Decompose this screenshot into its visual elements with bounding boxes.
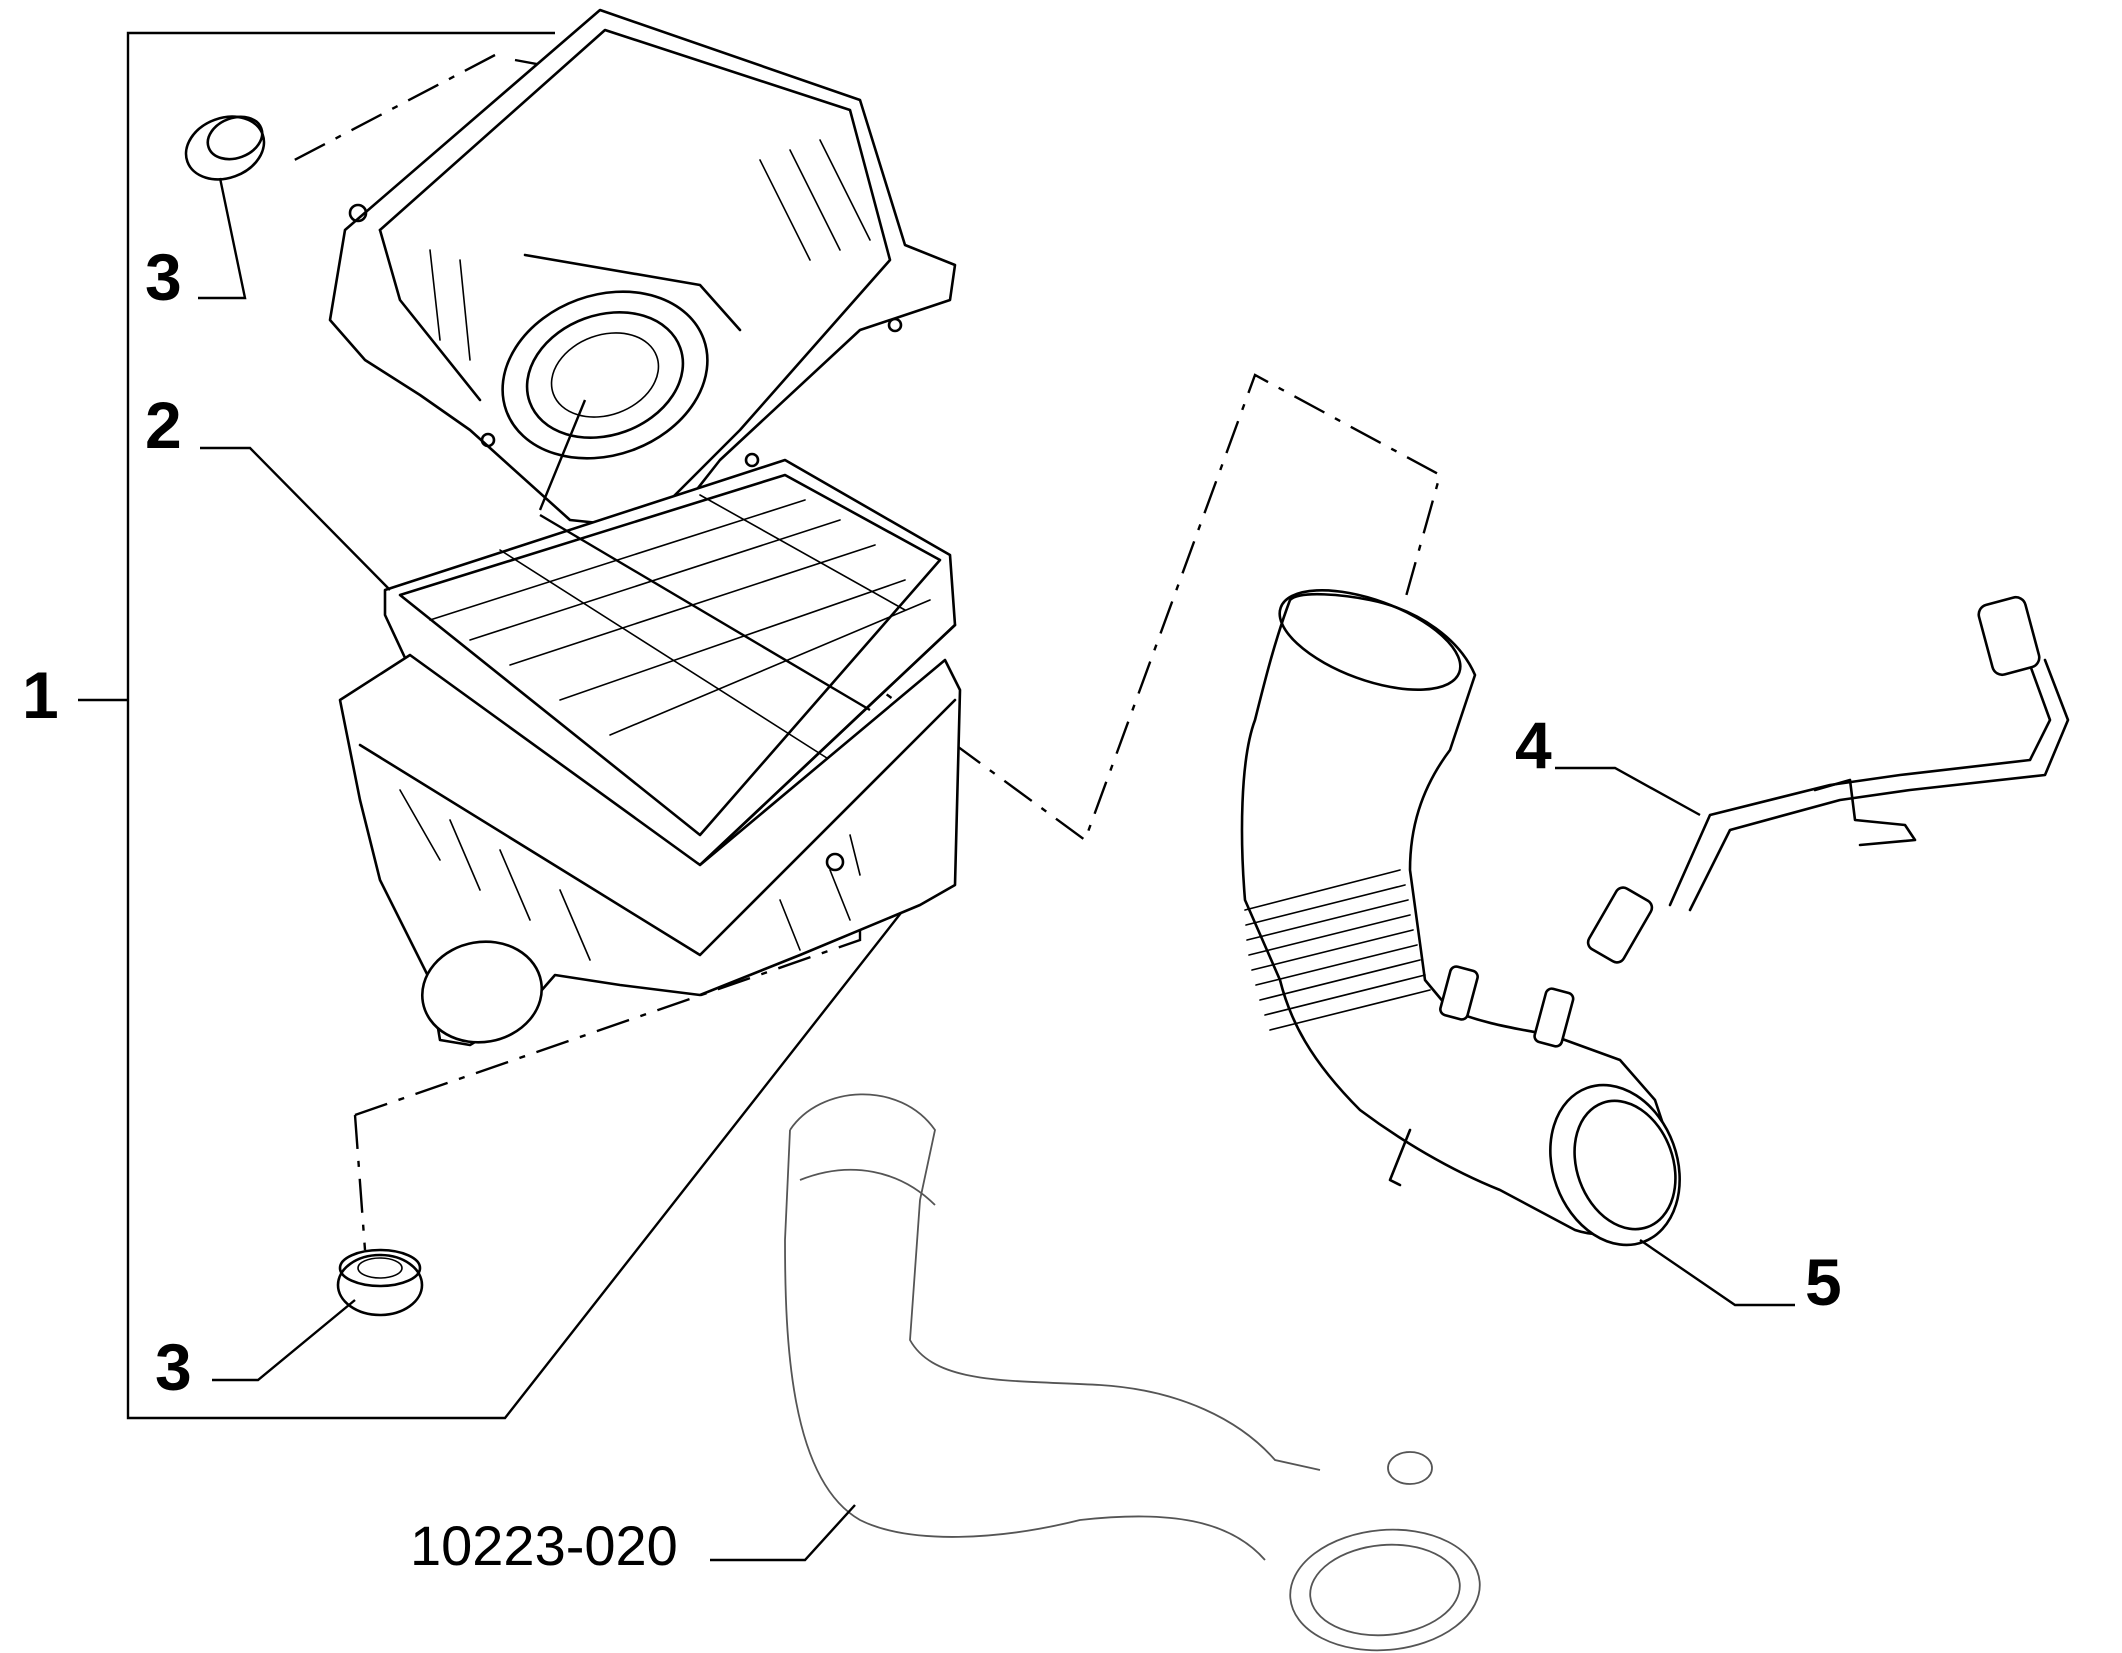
callout-1: 1: [22, 658, 59, 732]
callout-leaders: [198, 177, 1795, 1562]
callout-3-top: 3: [145, 240, 182, 314]
intake-hose: [1240, 589, 1681, 1247]
grommet-top: [184, 115, 266, 181]
reference-number: 10223-020: [410, 1514, 678, 1577]
callout-3-bottom: 3: [155, 1330, 192, 1404]
callout-5: 5: [1805, 1245, 1842, 1319]
air-filter-element: [383, 458, 957, 867]
callout-2: 2: [145, 388, 182, 462]
air-box-cover: [328, 8, 957, 532]
callout-4: 4: [1515, 708, 1552, 782]
assembly-bracket: [78, 31, 916, 1420]
grommet-bottom: [336, 1248, 424, 1317]
air-box-lower-housing: [338, 653, 962, 1047]
vent-hose: [1586, 595, 2070, 964]
inlet-duct: [784, 1093, 1481, 1652]
